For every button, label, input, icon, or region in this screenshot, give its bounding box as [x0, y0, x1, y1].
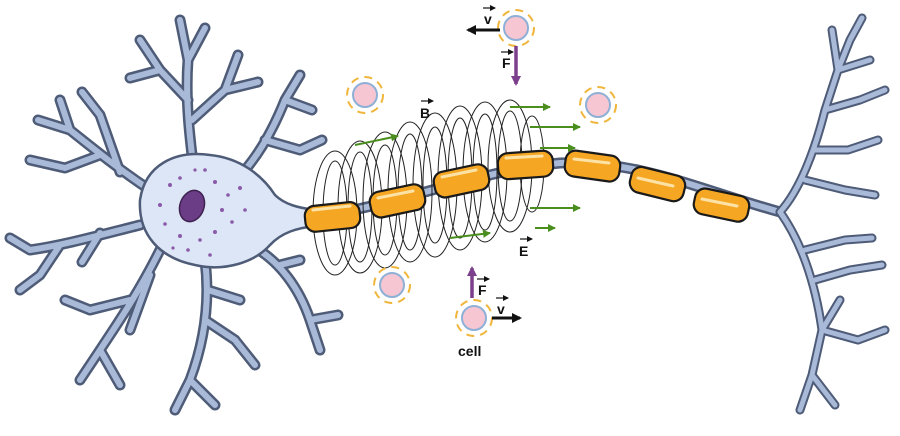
electric-field-arrows	[354, 103, 581, 239]
cell-bottom: F v cell	[455, 266, 522, 359]
cell-icon	[497, 9, 535, 47]
cell-icon	[455, 299, 493, 337]
myelin-segment	[432, 163, 491, 199]
myelin-segment	[563, 149, 622, 183]
e-vector-label: E	[519, 243, 528, 259]
v-label-top: v	[484, 11, 492, 27]
cell-icon	[579, 86, 617, 124]
b-vector-label: B	[420, 105, 430, 121]
left-dendrites	[4, 14, 344, 416]
f-label-top: F	[502, 55, 511, 71]
electric-field-label: E	[519, 236, 533, 259]
myelin-segment	[496, 149, 555, 181]
axon-terminals	[775, 13, 890, 415]
myelin-segment	[368, 183, 427, 219]
cell-icon	[373, 266, 411, 304]
cell-icon	[346, 76, 384, 114]
myelin-segment	[628, 165, 687, 203]
nucleus	[178, 189, 206, 223]
cell-caption: cell	[458, 343, 481, 359]
cell-body	[138, 152, 317, 269]
nissl-dots	[158, 168, 247, 257]
myelin-segment	[303, 201, 362, 233]
myelin-segment	[692, 187, 751, 223]
cell-top: v F	[466, 5, 535, 86]
magnetic-field-label: B	[420, 98, 434, 121]
v-label-bottom: v	[497, 301, 505, 317]
floating-cells	[346, 76, 617, 304]
myelin-sheaths	[303, 149, 751, 233]
myelin-highlights	[311, 154, 739, 212]
f-label-bottom: F	[478, 282, 487, 298]
